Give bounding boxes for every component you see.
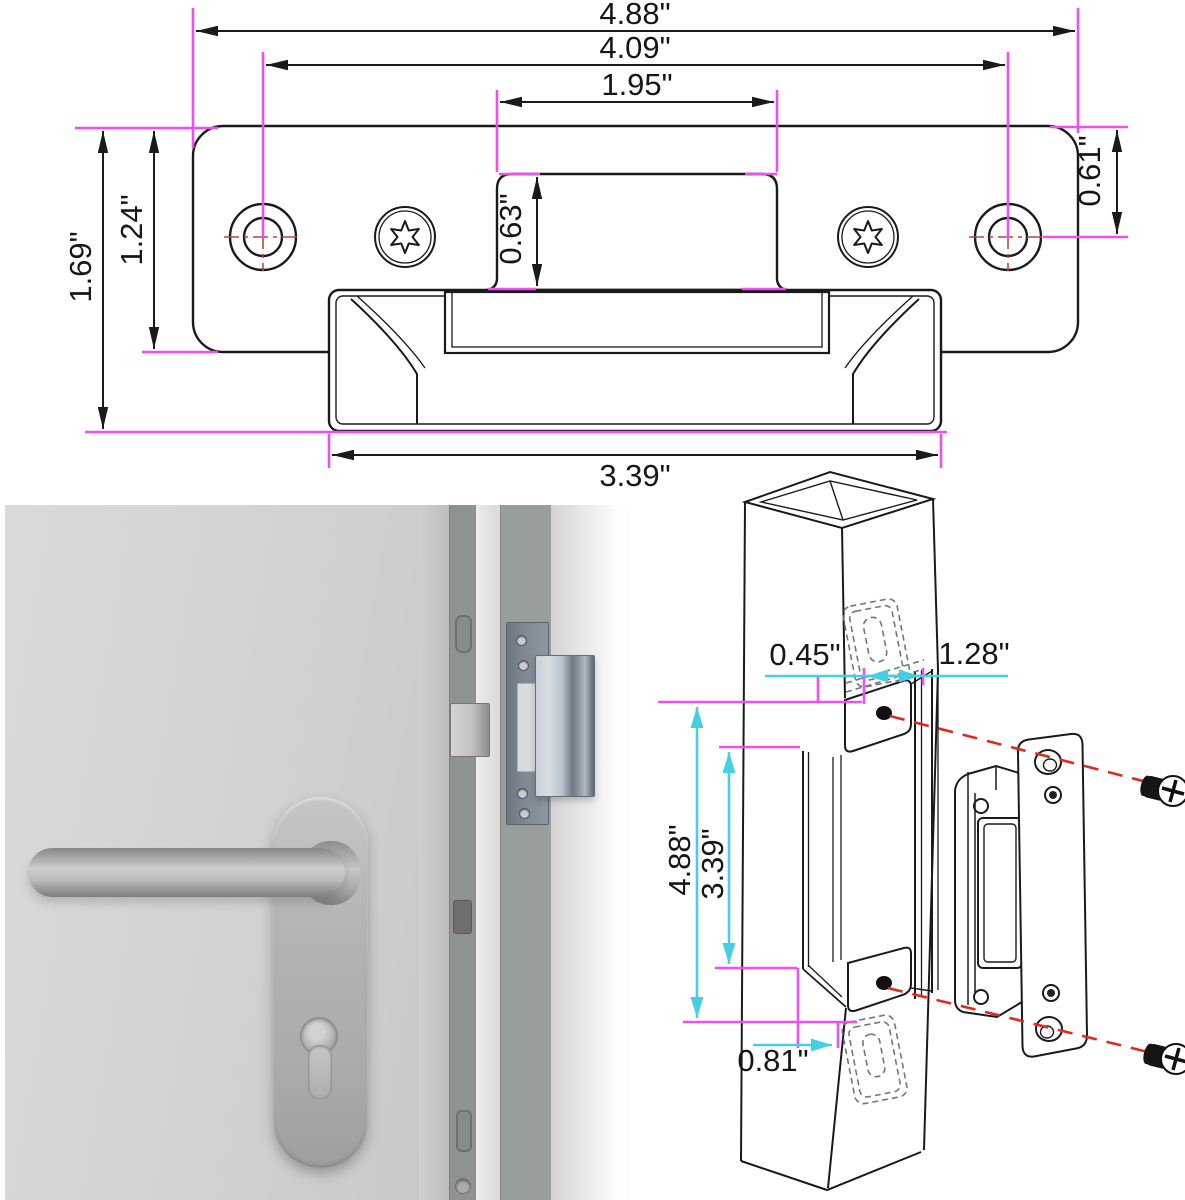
phillips-screw-icon [517,788,528,799]
faceplate-iso [1016,732,1089,1058]
key-cylinder-slot [308,1045,332,1099]
bracket-dashed-outlines [841,598,925,1105]
door-handle-lever [28,848,345,897]
left-ramp-curve [350,298,418,424]
lower-screw-hole [876,976,892,990]
upper-screw-hole [876,706,892,720]
dim-bottom-offset: 0.81" [737,1043,808,1078]
phillips-screw-icon [519,808,530,819]
torx-screw-icon [374,206,436,268]
left-ramp-curve-inner [356,295,426,369]
latch-bolt [450,703,490,757]
phillips-screw-icon [518,660,529,671]
keeper-pocket-outline [443,290,831,355]
dim-lip-offset: 0.45" [769,637,840,672]
install-dimension-labels: 0.45" 1.28" 4.88" 3.39" 0.81" [662,636,1010,1078]
dim-overall-height: 1.69" [63,231,98,302]
right-ramp-curve-inner [844,295,914,369]
strike-front-view [191,124,1080,433]
phillips-screw-icon [1140,775,1185,807]
background-fade [551,505,630,1200]
dim-body-height: 3.39" [695,828,730,899]
dim-tab-height: 0.63" [493,193,528,264]
screw-axis-lines [887,714,1153,1055]
front-view-dimension-lines [97,25,1123,461]
body-hole-top [973,798,989,814]
door-frame-jamb [500,505,552,1200]
strike-body-3d [535,655,595,797]
torx-screw-icon [837,206,899,268]
edge-screw-head [455,1178,471,1194]
frame-post-isometric [740,470,940,1192]
door-frame-gap [476,505,500,1200]
door-installation-render [5,505,630,1200]
dim-overall-width: 4.88" [599,0,670,31]
keeper-pocket-inner-line [451,291,823,348]
body-hole-bottom [973,989,989,1005]
keeper-tab-outline [486,172,788,292]
dim-hole-offset: 0.61" [1072,135,1107,206]
dim-plate-height: 1.24" [114,194,149,265]
door-edge-shadow [419,505,449,1200]
strike-assembly-isometric [954,732,1089,1058]
dim-tab-width: 1.95" [601,67,672,102]
deadbolt-slot [453,900,472,934]
dim-cutout-width: 1.28" [938,636,1009,671]
dim-body-width: 3.39" [599,458,670,493]
front-view-extension-lines [75,8,1128,468]
edge-screw-slot-top [455,615,472,653]
phillips-screw-icon [516,635,527,646]
dim-cutout-height: 4.88" [662,824,697,895]
right-ramp-curve [852,298,920,424]
install-dimension-lines [690,669,1008,1052]
phillips-screw-icon [1143,1043,1185,1075]
front-view-dimension-labels: 4.88" 4.09" 1.95" 3.39" 1.69" 1.24" 0.63… [63,0,1107,493]
dim-hole-span: 4.09" [599,30,670,65]
edge-screw-slot-bottom [456,1110,472,1152]
